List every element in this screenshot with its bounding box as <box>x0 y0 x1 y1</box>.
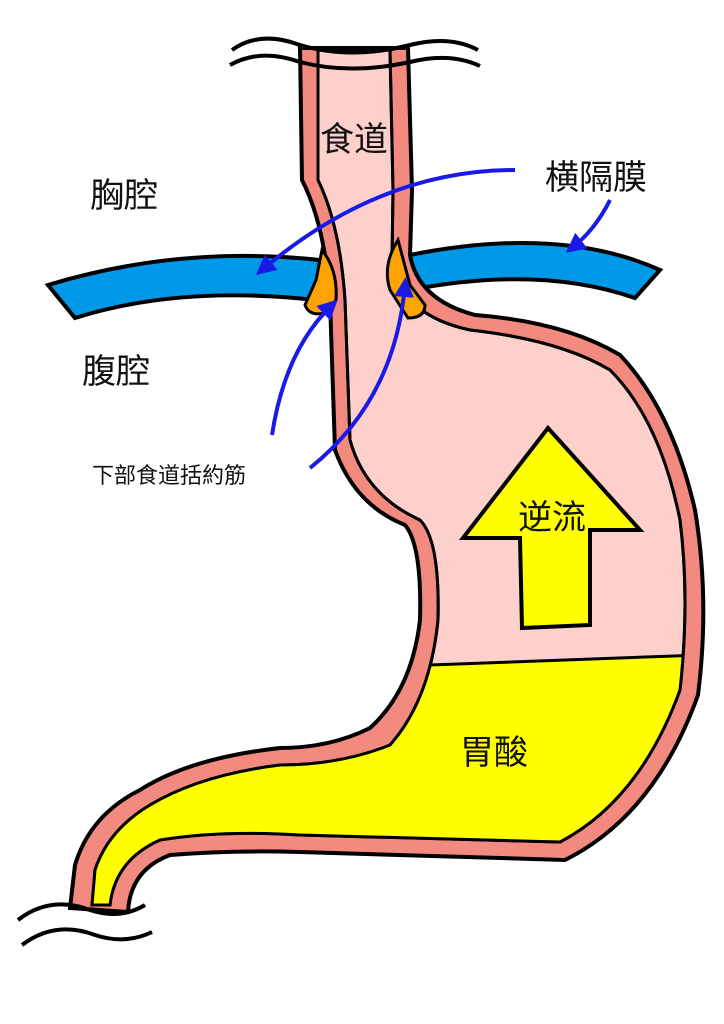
cut-line-bottom <box>16 902 147 922</box>
cut-line-top <box>230 36 479 55</box>
label-esophagus: 食道 <box>320 120 388 160</box>
pointer-diaphragm-left <box>255 168 516 276</box>
label-reflux: 逆流 <box>518 498 586 538</box>
label-diaphragm: 横隔膜 <box>545 158 647 198</box>
diaphragm-left <box>44 253 323 321</box>
pointer-les-right <box>308 277 414 470</box>
label-lower-esophageal-sphincter: 下部食道括約筋 <box>92 464 247 489</box>
reflux-arrow <box>458 424 645 631</box>
diaphragm-right <box>408 241 664 301</box>
label-abdominal-cavity: 腹腔 <box>82 352 150 392</box>
acid-surface <box>429 653 685 667</box>
pointer-les-left <box>270 299 338 436</box>
pointer-diaphragm-right <box>565 199 612 253</box>
label-gastric-acid: 胃酸 <box>460 733 528 773</box>
label-thoracic-cavity: 胸腔 <box>90 176 158 216</box>
